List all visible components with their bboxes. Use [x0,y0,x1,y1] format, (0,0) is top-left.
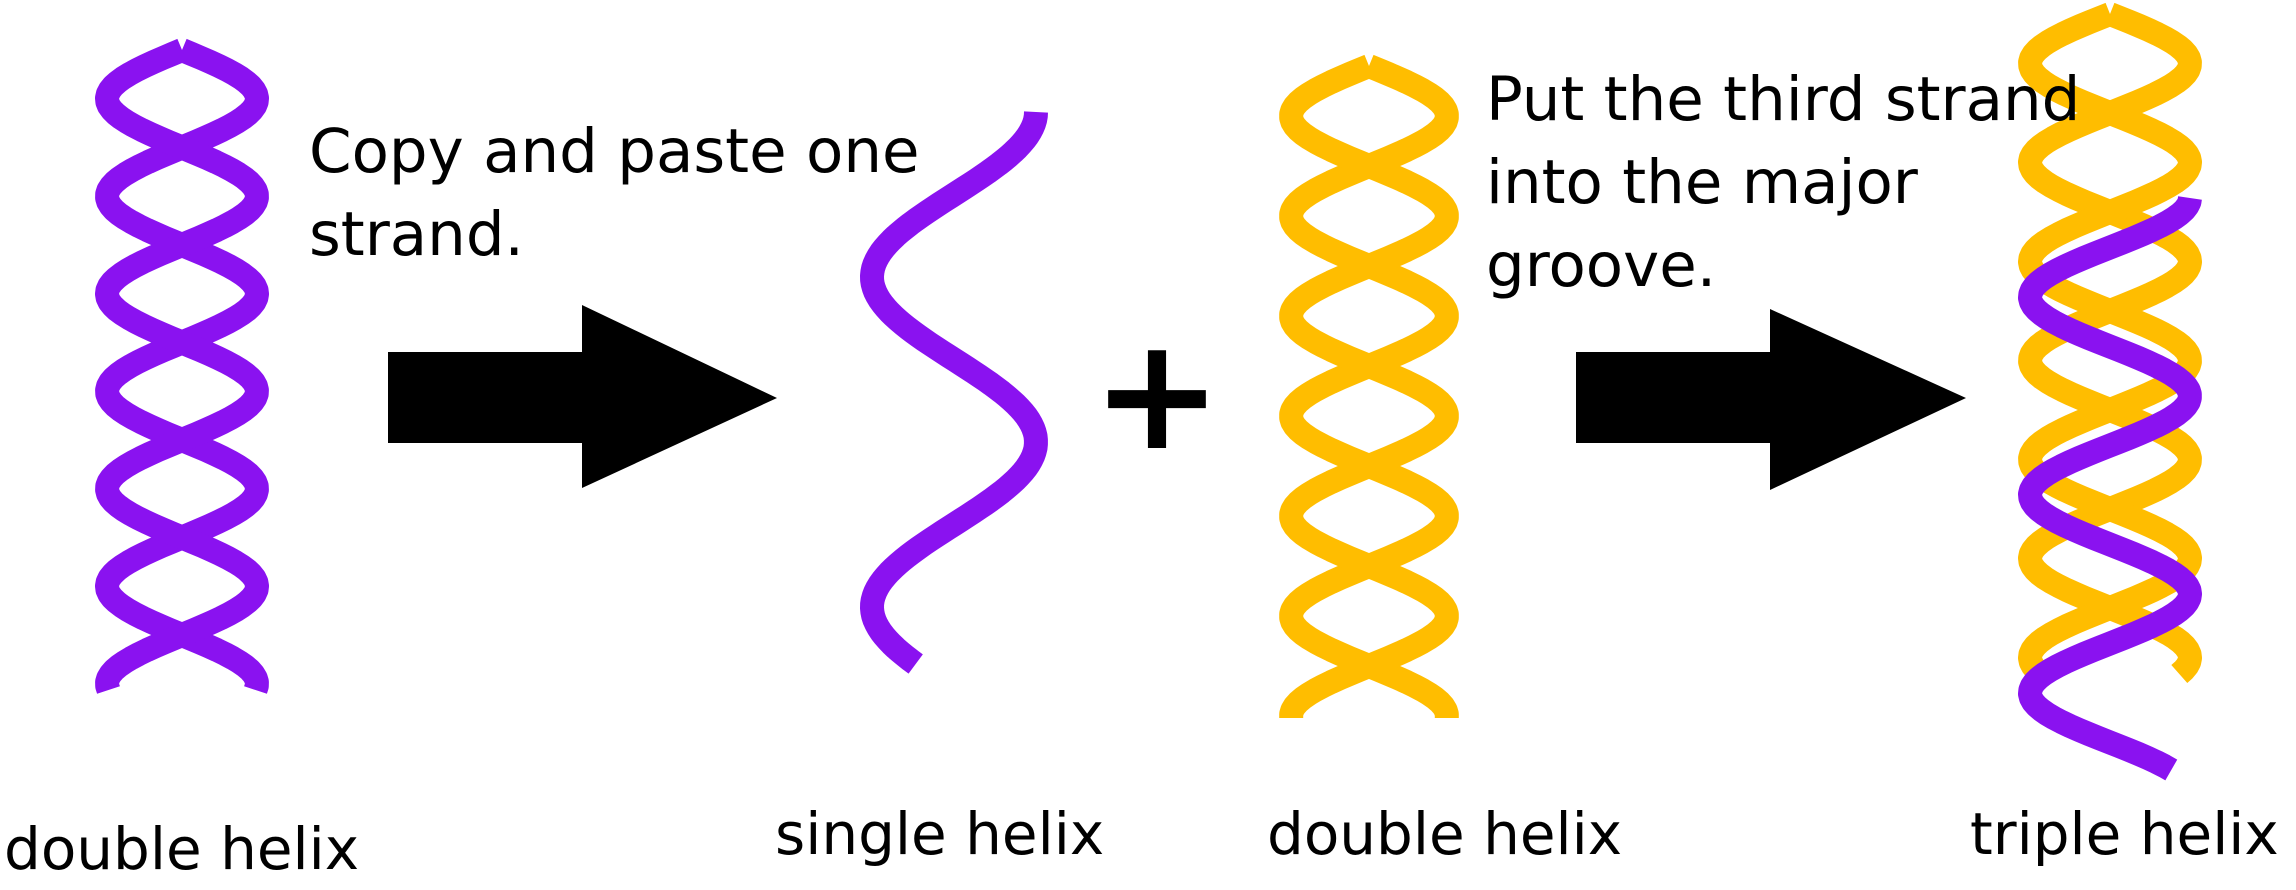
panel-1-label: double helix [4,815,360,883]
triple-helix-gold-strand [2018,2,2202,683]
double-helix-gold-strand [1279,54,1459,726]
step-1-note-line: strand. [309,199,524,270]
step-2-note-line: Put the third strand [1486,64,2081,135]
right-arrow-icon [1576,309,1966,490]
step-1-note-line: Copy and paste one [309,116,920,187]
right-arrow-icon [388,305,777,488]
panel-4-label: triple helix [1970,800,2279,868]
helix-layer [95,2,2202,781]
step-1-note: Copy and paste one strand. [309,110,920,276]
triple-helix-purple-strand [2018,190,2202,781]
double-helix-purple-strand [95,38,269,698]
step-2-note: Put the third strand into the major groo… [1486,58,2080,307]
double-helix-gold-strand [1279,54,1459,726]
triple-helix-gold-strand [2018,2,2202,683]
panel-3-label: double helix [1267,800,1623,868]
step-2-note-line: groove. [1486,230,1717,301]
double-helix-purple-strand [95,38,269,698]
step-2-note-line: into the major [1486,147,1918,218]
plus-sign: + [1092,303,1223,485]
panel-2-label: single helix [775,800,1105,868]
single-helix-purple-strand [860,104,1048,674]
